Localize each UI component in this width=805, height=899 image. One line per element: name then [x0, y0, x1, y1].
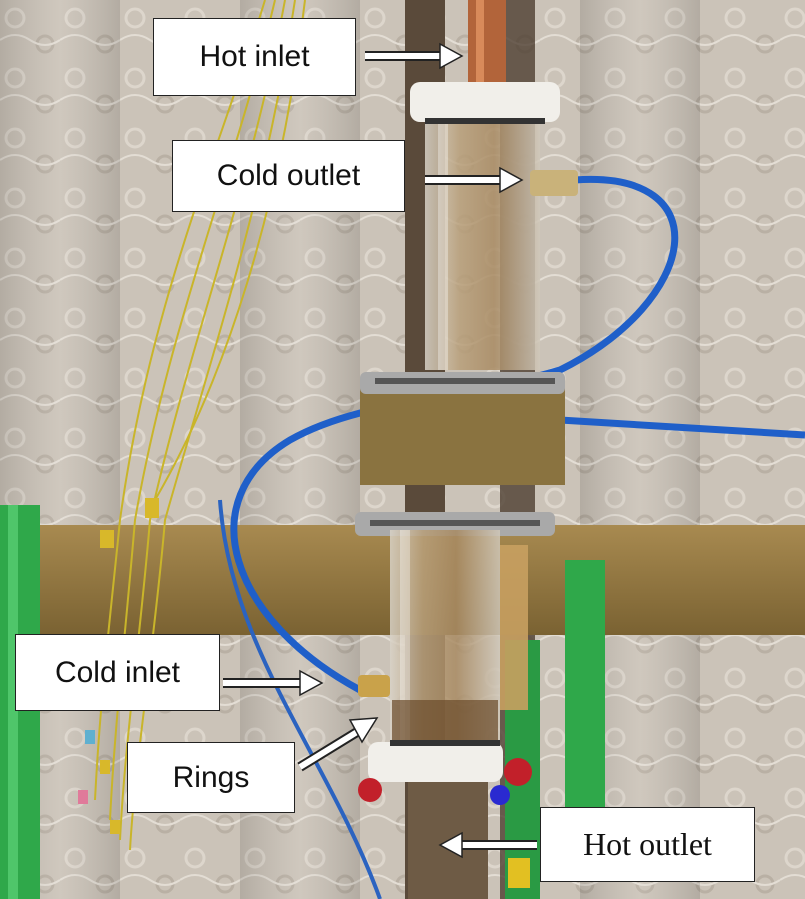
label-rings: Rings [127, 742, 295, 813]
bottom-flange [368, 742, 503, 782]
label-hot-outlet: Hot outlet [540, 807, 755, 882]
rotameter [500, 545, 528, 710]
arrow-hot-outlet [438, 831, 537, 859]
arrow-cold-inlet [223, 669, 324, 697]
copper-pipe [468, 0, 506, 90]
label-cold-inlet: Cold inlet [15, 634, 220, 711]
brass-bracket [360, 385, 565, 485]
arrow-hot-inlet [365, 42, 464, 70]
arrow-cold-outlet [425, 166, 524, 194]
annotation-arrows [223, 42, 537, 859]
glass-tube-upper [425, 110, 540, 370]
label-cold-outlet: Cold outlet [172, 140, 405, 212]
label-hot-inlet: Hot inlet [153, 18, 356, 96]
arrow-rings [297, 717, 379, 772]
top-flange [410, 82, 560, 122]
green-frame-right [565, 560, 605, 810]
